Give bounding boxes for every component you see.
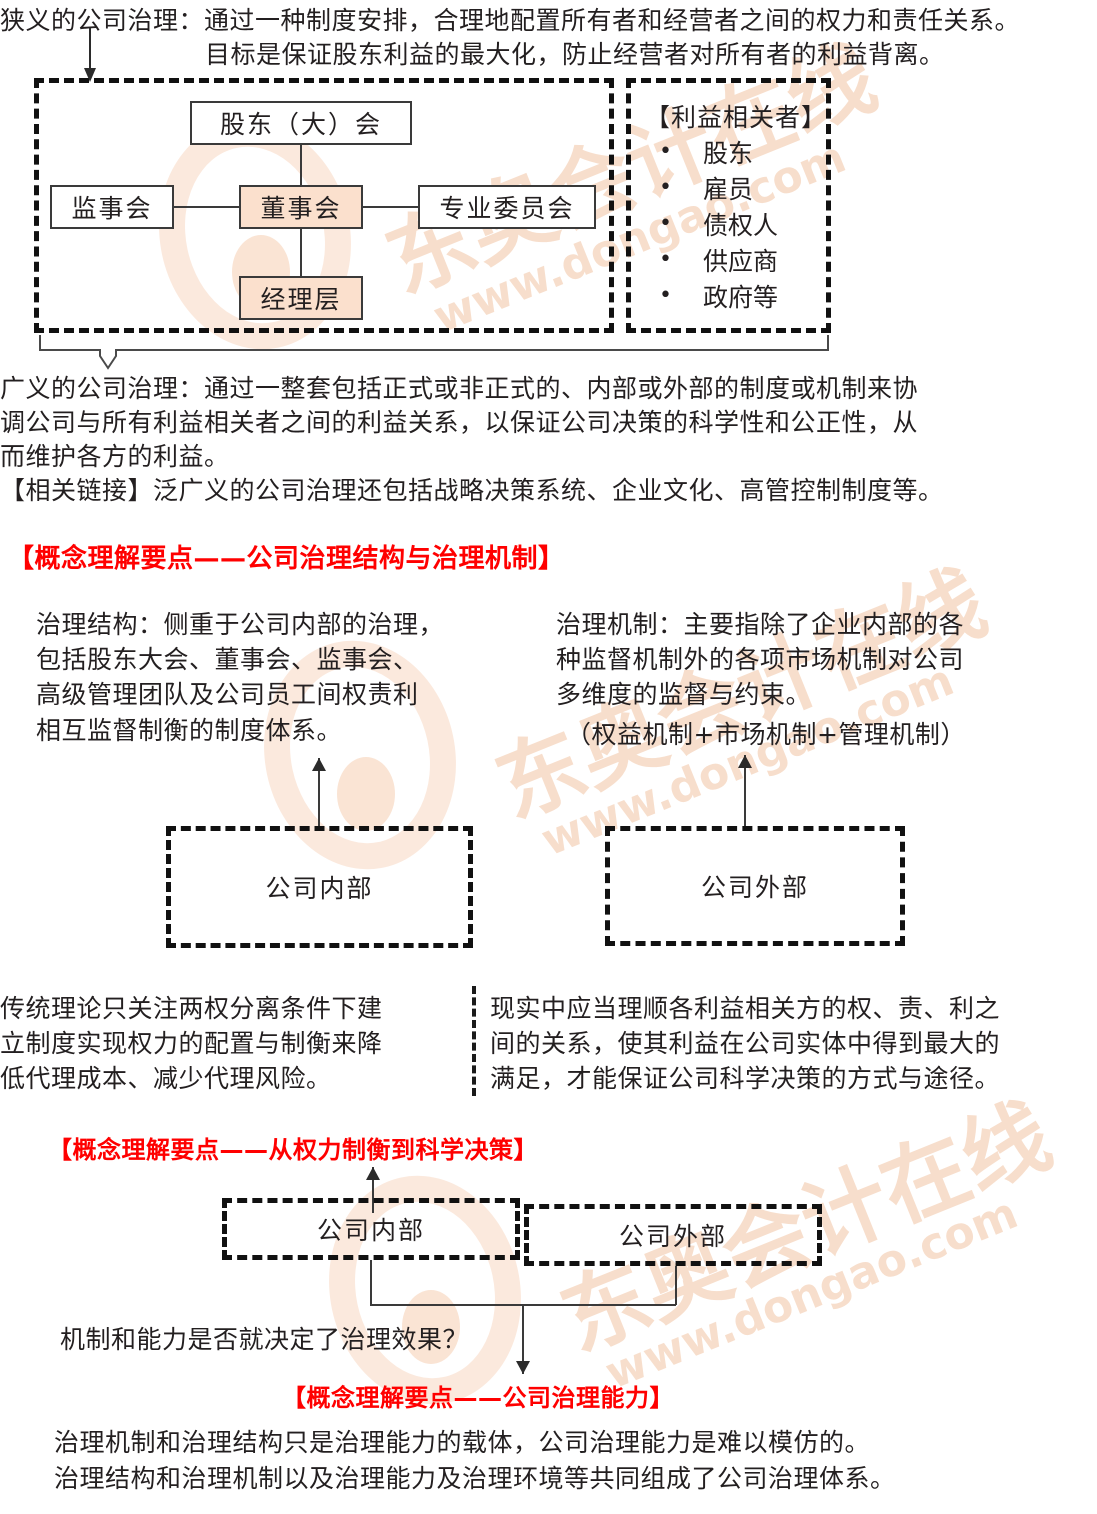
section2-heading: 【概念理解要点——从权力制衡到科学决策】: [48, 1136, 538, 1164]
section2-question: 机制和能力是否就决定了治理效果？: [60, 1325, 469, 1354]
box-company-external-1: 公司外部: [605, 826, 905, 946]
list-item: 股东: [659, 134, 835, 172]
arrow-internal-to-structure: [318, 758, 320, 828]
traditional-theory-line2: 立制度实现权力的配置与制衡来降: [0, 1029, 383, 1058]
reality-statement-line1: 现实中应当理顺各利益相关方的权、责、利之: [490, 994, 1001, 1023]
traditional-theory-line1: 传统理论只关注两权分离条件下建: [0, 994, 383, 1023]
box-company-external-2: 公司外部: [524, 1204, 822, 1266]
narrow-definition-line1: 狭义的公司治理：通过一种制度安排，合理地配置所有者和经营者之间的权力和责任关系。: [0, 6, 1021, 35]
connector-external-down: [675, 1266, 677, 1305]
box-management-layer: 经理层: [239, 276, 363, 320]
bracket-broad-definition: [39, 335, 829, 370]
broad-definition-related-link: 【相关链接】泛广义的公司治理还包括战略决策系统、企业文化、高管控制制度等。: [0, 476, 944, 505]
governance-mechanism-text-line3: 多维度的监督与约束。: [556, 680, 812, 709]
broad-definition-line2: 调公司与所有利益相关者之间的利益关系，以保证公司决策的科学性和公正性，从: [0, 408, 919, 437]
reality-statement-line2: 间的关系，使其利益在公司实体中得到最大的: [490, 1029, 1001, 1058]
governance-mechanism-text-line4: （权益机制+市场机制+管理机制）: [566, 720, 966, 749]
broad-definition-line3: 而维护各方的利益。: [0, 442, 230, 471]
connector-internal-down: [370, 1260, 372, 1305]
box-professional-committee: 专业委员会: [418, 185, 596, 229]
connector-board-to-committee: [363, 206, 418, 208]
box-company-internal-2: 公司内部: [222, 1198, 520, 1260]
box-company-internal-1: 公司内部: [166, 826, 473, 948]
stakeholders-block: 【利益相关者】 股东 雇员 债权人 供应商 政府等: [645, 100, 835, 316]
box-board-of-directors: 董事会: [239, 185, 363, 229]
governance-structure-text-line4: 相互监督制衡的制度体系。: [36, 716, 343, 745]
watermark-dot-2: [337, 757, 395, 831]
governance-mechanism-text-line1: 治理机制：主要指除了企业内部的各: [556, 610, 965, 639]
list-item: 债权人: [659, 206, 835, 244]
arrow-to-section3-heading: [522, 1332, 524, 1374]
list-item: 雇员: [659, 170, 835, 208]
section1-heading: 【概念理解要点——公司治理结构与治理机制】: [8, 544, 565, 574]
connector-board-to-management: [300, 229, 302, 276]
section3-heading: 【概念理解要点——公司治理能力】: [282, 1384, 674, 1412]
governance-structure-text-line2: 包括股东大会、董事会、监事会、: [36, 645, 419, 674]
box-shareholders-meeting: 股东（大）会: [190, 101, 412, 145]
arrow-external-to-mechanism: [744, 755, 746, 828]
reality-statement-line3: 满足，才能保证公司科学决策的方式与途径。: [490, 1064, 1001, 1093]
connector-shareholders-to-board: [300, 145, 302, 185]
list-item: 供应商: [659, 242, 835, 280]
governance-structure-text-line3: 高级管理团队及公司员工间权责利: [36, 680, 419, 709]
arrow-to-section2-heading: [372, 1167, 374, 1213]
section3-line1: 治理机制和治理结构只是治理能力的载体，公司治理能力是难以模仿的。: [54, 1428, 871, 1457]
connector-supervisory-to-board: [174, 206, 239, 208]
governance-mechanism-text-line2: 种监督机制外的各项市场机制对公司: [556, 645, 965, 674]
box-supervisory-board: 监事会: [50, 185, 174, 229]
stakeholders-list: 股东 雇员 债权人 供应商 政府等: [645, 134, 835, 316]
section3-line2: 治理结构和治理机制以及治理能力及治理环境等共同组成了公司治理体系。: [54, 1464, 896, 1493]
column-divider: [472, 986, 476, 1096]
stakeholders-title: 【利益相关者】: [645, 103, 828, 132]
traditional-theory-line3: 低代理成本、减少代理风险。: [0, 1064, 332, 1093]
connector-merge-down: [522, 1304, 524, 1332]
broad-definition-line1: 广义的公司治理：通过一整套包括正式或非正式的、内部或外部的制度或机制来协: [0, 374, 919, 403]
list-item: 政府等: [659, 278, 835, 316]
governance-structure-text-line1: 治理结构：侧重于公司内部的治理，: [36, 610, 445, 639]
narrow-definition-line2: 目标是保证股东利益的最大化，防止经营者对所有者的利益背离。: [205, 40, 945, 69]
governance-structure-container: [34, 78, 614, 333]
